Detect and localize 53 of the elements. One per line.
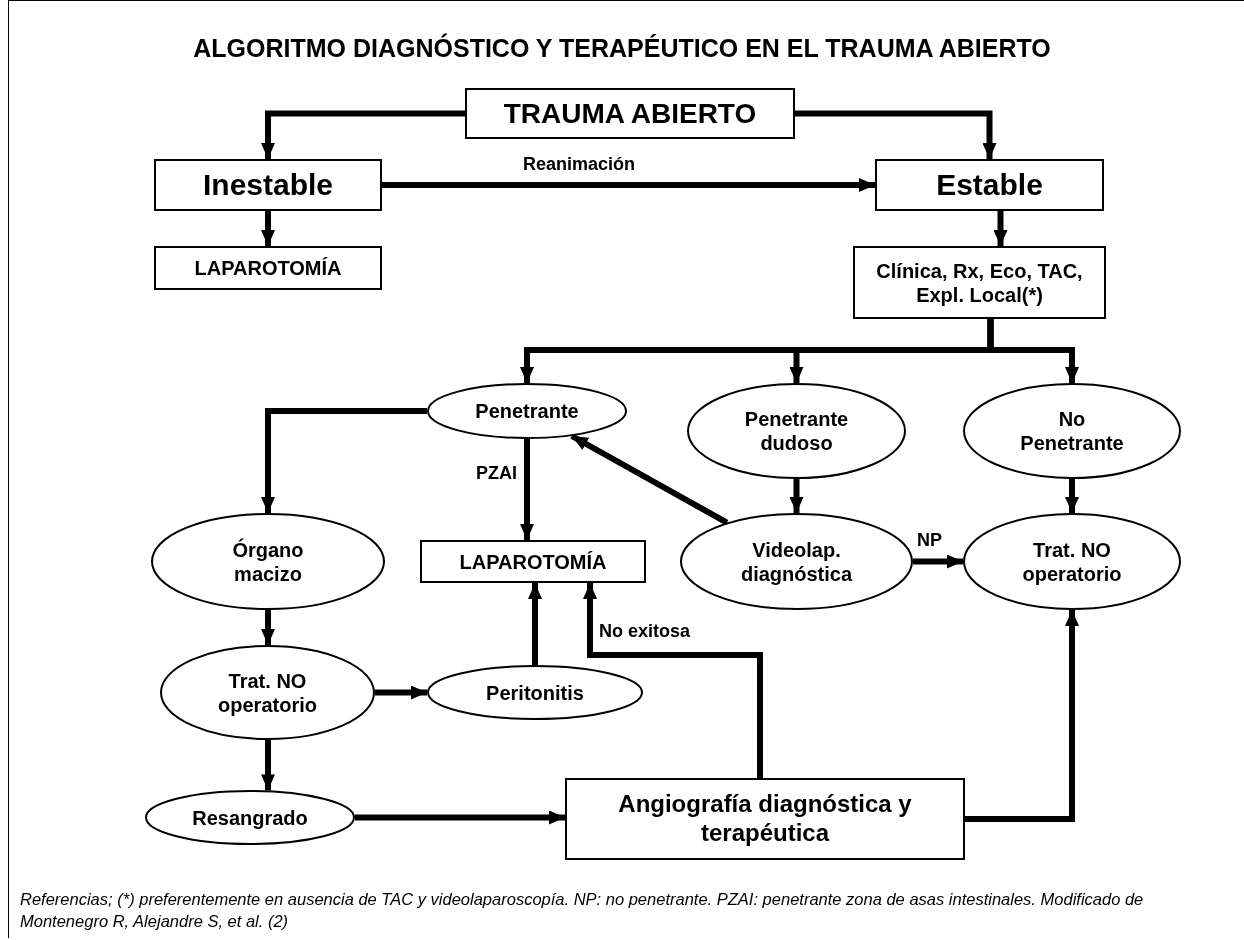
node-label: Videolap. diagnóstica bbox=[739, 537, 854, 586]
node-label: Peritonitis bbox=[486, 680, 584, 705]
arrow bbox=[987, 319, 1079, 383]
arrow bbox=[965, 610, 1079, 822]
node-label: LAPAROTOMÍA bbox=[459, 549, 607, 574]
oval-node bbox=[427, 383, 627, 439]
oval-node bbox=[145, 790, 355, 845]
oval-node bbox=[160, 645, 375, 740]
node-label: Angiografía diagnóstica y terapéutica bbox=[617, 790, 913, 848]
arrow bbox=[261, 110, 465, 159]
oval-node bbox=[151, 513, 385, 610]
arrow bbox=[913, 554, 963, 569]
node-label: Trat. NO operatorio bbox=[1021, 537, 1123, 586]
oval-node bbox=[687, 383, 906, 479]
arrow bbox=[528, 583, 542, 665]
arrow bbox=[375, 685, 427, 700]
process-box bbox=[565, 778, 965, 860]
arrow bbox=[1065, 479, 1079, 513]
diagram-title: ALGORITMO DIAGNÓSTICO Y TERAPÉUTICO EN EL TRAUMA ABIERTO bbox=[192, 34, 1052, 63]
node-label: Clínica, Rx, Eco, TAC, Expl. Local(*) bbox=[875, 258, 1084, 307]
oval-node bbox=[427, 665, 643, 720]
process-box bbox=[875, 159, 1104, 211]
arrow bbox=[261, 211, 275, 246]
node-label: Inestable bbox=[202, 167, 334, 203]
caption: Referencias; (*) preferentemente en ausencia de TAC y videolaparoscopía. NP: no penetrante. PZAI: penetrante zona de asas intestinales. Modificado de Montenegro R, Alejandre S, et al. (2) bbox=[20, 889, 1145, 933]
process-box bbox=[420, 540, 646, 583]
arrow bbox=[261, 408, 427, 513]
node-label: LAPAROTOMÍA bbox=[194, 256, 342, 280]
arrow bbox=[382, 178, 875, 192]
process-box bbox=[853, 246, 1106, 319]
arrow bbox=[570, 433, 729, 526]
oval-node bbox=[680, 513, 913, 610]
node-label: No Penetrante bbox=[1019, 407, 1125, 455]
arrow bbox=[520, 439, 534, 540]
node-label: TRAUMA ABIERTO bbox=[503, 96, 757, 131]
process-box bbox=[154, 246, 382, 290]
node-label: Resangrado bbox=[192, 805, 308, 830]
node-label: Estable bbox=[936, 167, 1043, 203]
arrow bbox=[583, 583, 763, 778]
process-box bbox=[465, 88, 795, 139]
node-label: Órgano macizo bbox=[231, 537, 305, 586]
node-label: Penetrante bbox=[475, 399, 579, 423]
arrow bbox=[789, 479, 804, 513]
arrow bbox=[261, 740, 275, 791]
arrow bbox=[261, 610, 275, 645]
oval-node bbox=[963, 513, 1181, 610]
node-label: Trat. NO operatorio bbox=[217, 668, 318, 717]
arrow bbox=[993, 211, 1008, 246]
oval-node bbox=[963, 383, 1181, 479]
arrow bbox=[355, 810, 565, 825]
node-label: Penetrante dudoso bbox=[743, 407, 850, 455]
arrow bbox=[795, 110, 997, 159]
process-box bbox=[154, 159, 382, 211]
